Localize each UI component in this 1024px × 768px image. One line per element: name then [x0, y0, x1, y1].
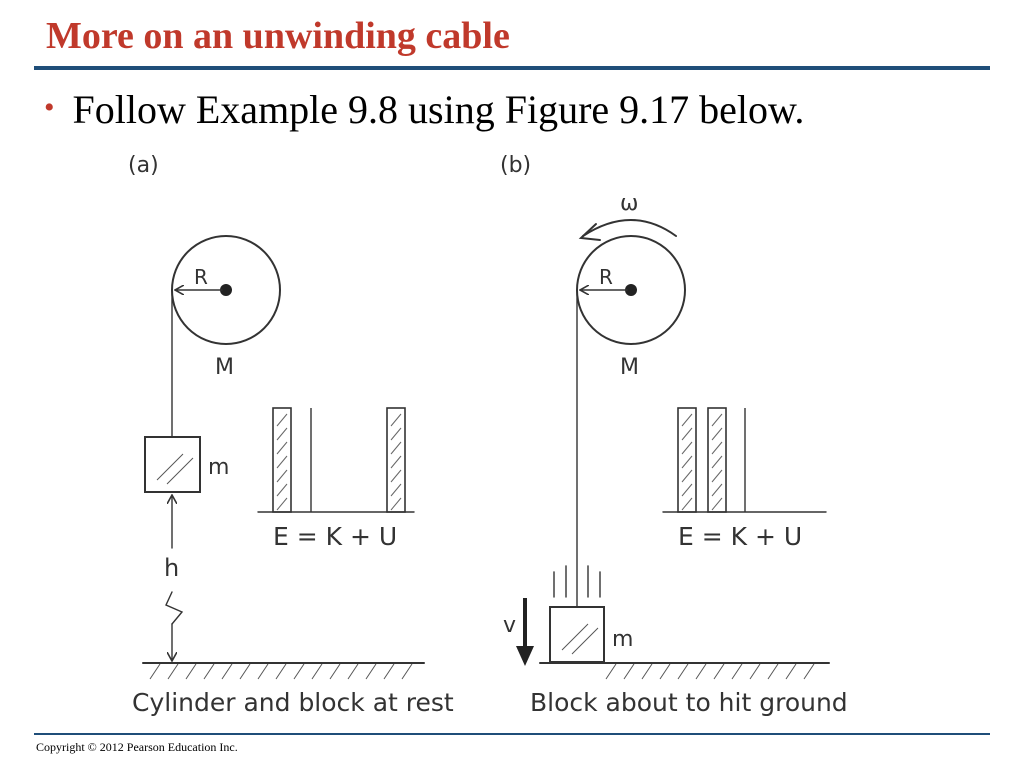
- copyright-notice: Copyright © 2012 Pearson Education Inc.: [36, 740, 238, 754]
- panel-b-radius-label: R: [599, 265, 613, 289]
- panel-b-caption: Block about to hit ground: [530, 688, 848, 717]
- panel-a-height-label: h: [164, 554, 179, 582]
- panel-b-axle: [625, 284, 637, 296]
- panel-a-energy-equation: E = K + U: [273, 522, 397, 551]
- panel-a-radius-label: R: [194, 265, 208, 289]
- panel-a-block: [144, 436, 201, 493]
- panel-a: (a) R M m h Cylinder and bloc: [128, 153, 454, 717]
- panel-b-bar-E: [677, 407, 697, 513]
- panel-b-ground-hatch: [605, 663, 815, 680]
- panel-b-motion-lines: [553, 565, 601, 598]
- slide-title: More on an unwinding cable: [46, 15, 510, 57]
- panel-b-energy-equation: E = K + U: [678, 522, 802, 551]
- panel-b-bar-K: [707, 407, 727, 513]
- panel-b-velocity-arrowhead: [516, 646, 534, 666]
- panel-a-cylinder-mass-label: M: [215, 355, 234, 380]
- bullet-item: • Follow Example 9.8 using Figure 9.17 be…: [44, 86, 804, 133]
- panel-b-block-mass-label: m: [612, 627, 633, 652]
- footer-divider: [34, 733, 990, 735]
- panel-a-label: (a): [128, 153, 159, 178]
- bullet-dot-icon: •: [44, 91, 55, 124]
- panel-b-velocity-label: v: [503, 613, 516, 638]
- panel-b-cylinder-mass-label: M: [620, 355, 639, 380]
- panel-a-bar-E: [272, 407, 292, 513]
- panel-b-omega-label: ω: [620, 191, 638, 216]
- panel-b: (b) ω R M m v: [500, 153, 848, 717]
- panel-b-energy-bars: [677, 407, 746, 513]
- title-divider: [34, 66, 990, 70]
- panel-b-rotation-arrow: [582, 219, 677, 237]
- panel-a-energy-bars: [272, 407, 406, 513]
- panel-b-label: (b): [500, 153, 531, 178]
- panel-a-bar-U: [386, 407, 406, 513]
- bullet-text: Follow Example 9.8 using Figure 9.17 bel…: [72, 87, 805, 132]
- panel-a-break-mark: [165, 591, 184, 625]
- panel-b-rotation-arrowhead: [578, 223, 601, 241]
- panel-a-block-mass-label: m: [208, 455, 229, 480]
- panel-a-ground-hatch: [149, 663, 413, 680]
- panel-a-axle: [220, 284, 232, 296]
- panel-a-caption: Cylinder and block at rest: [132, 688, 454, 717]
